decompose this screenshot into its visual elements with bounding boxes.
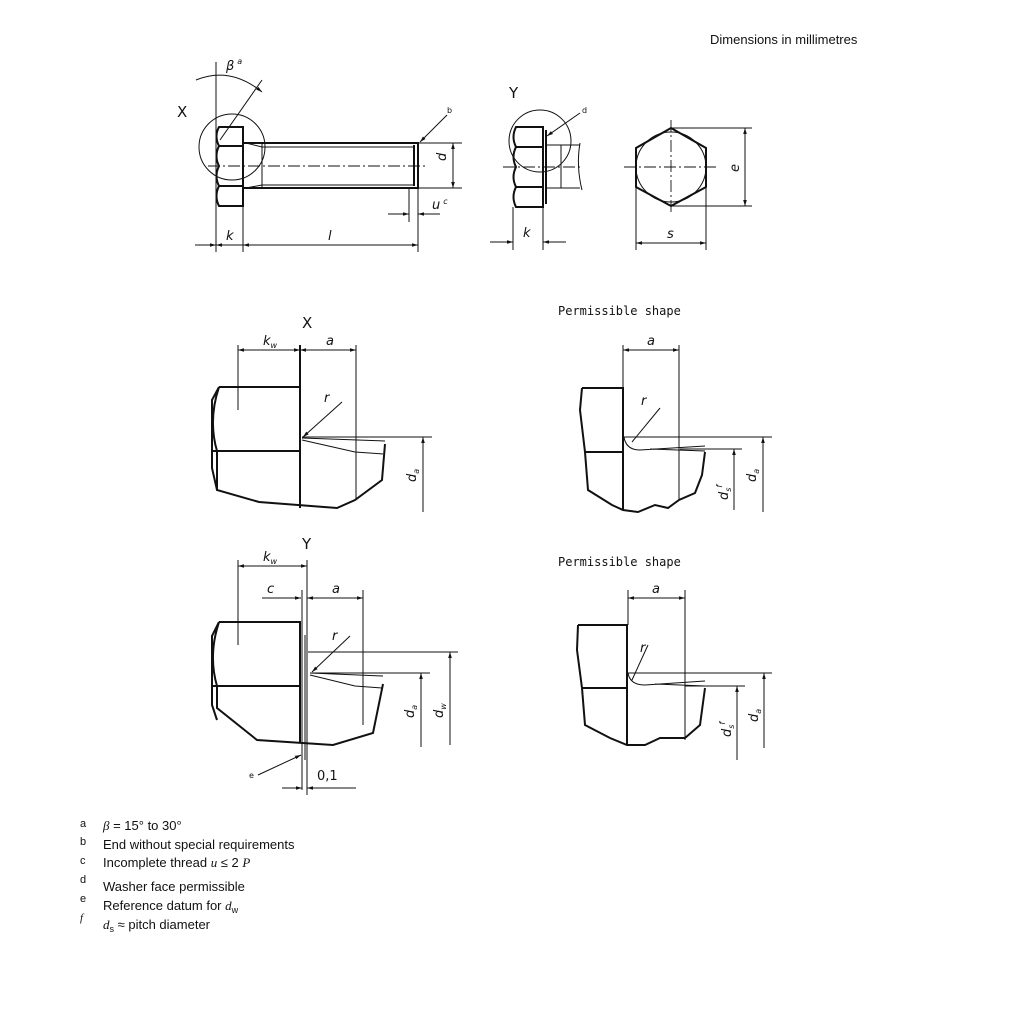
svg-text:a: a [80,818,87,830]
svg-text:Washer face permissible: Washer face permissible [103,879,245,894]
da-label: da [745,469,761,482]
detail-x-marker: X [177,103,187,121]
footnote-e: e Reference datum for dw [80,893,239,915]
l-label: l [328,229,332,244]
footnote-a: a β = 15° to 30° [80,818,182,833]
footnote-ref-d: d [582,106,587,115]
svg-text:f: f [80,912,85,924]
da-label: da [405,469,421,482]
tolerance-label: 0,1 [317,769,338,784]
permissible-shape-x: Permissible shape a dsf da r [558,304,772,514]
r-label: r [332,629,339,644]
detail-y-marker: Y [508,84,519,102]
bolt-end-view: e s [624,120,752,250]
footnotes: a β = 15° to 30° b End without special r… [80,818,295,934]
d-label: d [435,152,450,161]
s-label: s [667,227,674,242]
da-label: da [747,709,763,722]
ds-label: dsf [718,721,736,737]
k-label: k [226,229,234,244]
dw-label: dw [432,703,448,718]
r-label: r [641,394,648,409]
beta-angle-arc [195,74,263,93]
permissible-shape-title: Permissible shape [558,555,681,569]
footnote-d: d Washer face permissible [80,874,245,894]
r-label: r [640,641,647,656]
ds-label: dsf [715,484,733,500]
svg-text:ds ≈ pitch diameter: ds ≈ pitch diameter [103,917,211,934]
da-label: da [403,705,419,718]
bolt-side-view-washer: Y d k [490,84,587,250]
footnote-f: f ds ≈ pitch diameter [80,912,211,934]
permissible-shape-title: Permissible shape [558,304,681,318]
a-label: a [652,582,660,597]
a-label: a [326,334,334,349]
footnote-ref-e: e [249,771,254,780]
svg-text:End without special requiremen: End without special requirements [103,837,295,852]
a-label: a [332,582,340,597]
units-note: Dimensions in millimetres [710,32,858,47]
svg-text:e: e [80,893,86,905]
k-label-y: k [523,226,531,241]
footnote-c: c Incomplete thread u ≤ 2 P [80,855,250,870]
svg-text:β = 15° to 30°: β = 15° to 30° [102,818,182,833]
svg-text:d: d [80,874,86,886]
c-label: c [267,582,274,597]
svg-text:Reference datum for dw: Reference datum for dw [103,898,239,915]
kw-label: kw [263,334,278,350]
detail-y-circle [508,109,572,173]
svg-text:Incomplete thread u ≤ 2 P: Incomplete thread u ≤ 2 P [103,855,250,870]
e-label: e [728,164,743,172]
detail-x: X kw a da r [211,314,432,512]
svg-text:c: c [80,855,86,867]
footnote-ref-b: b [447,106,452,115]
detail-y-title: Y [301,535,312,553]
a-label: a [647,334,655,349]
kw-label: kw [263,550,278,566]
r-label: r [324,391,331,406]
detail-x-title: X [302,314,312,332]
footnote-b: b End without special requirements [80,836,295,852]
svg-text:b: b [80,836,86,848]
detail-y: Y kw c a da dw r e 0,1 [211,535,458,795]
permissible-shape-y: Permissible shape a dsf da r [558,555,772,760]
